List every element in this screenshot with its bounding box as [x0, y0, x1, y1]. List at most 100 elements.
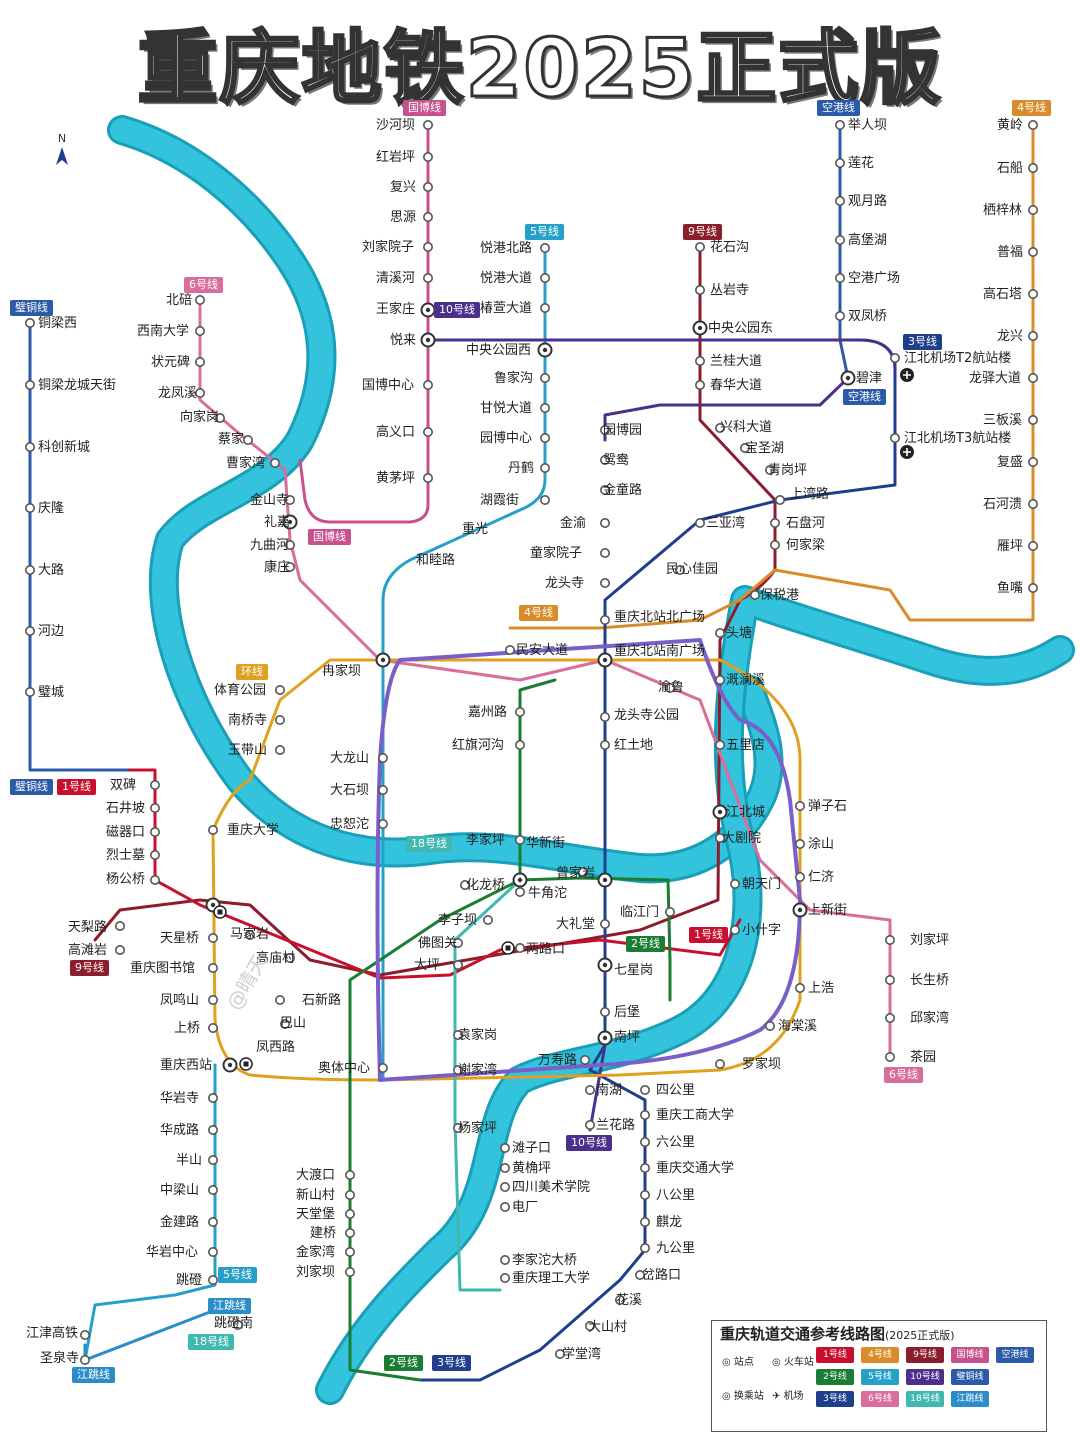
line-tag-l5-bottom[interactable]: 5号线 [218, 1267, 257, 1283]
line-tag-loop-mid[interactable]: 环线 [236, 664, 268, 680]
station-label[interactable]: 黄岭 [997, 118, 1024, 133]
station-label[interactable]: 忠恕沱 [330, 817, 370, 832]
station-label[interactable]: 麒龙 [656, 1215, 683, 1230]
station-label[interactable]: 南湖 [596, 1083, 623, 1098]
station-label[interactable]: 高石塔 [983, 287, 1023, 302]
station-label[interactable]: 庆隆 [38, 501, 65, 516]
station-label[interactable]: 龙头寺公园 [614, 708, 680, 723]
station-label[interactable]: 重庆交通大学 [656, 1161, 735, 1176]
line-tag-l18-bottom[interactable]: 18号线 [188, 1334, 234, 1350]
station-label[interactable]: 跳磴南 [214, 1316, 254, 1331]
station-label[interactable]: 园博园 [603, 423, 643, 438]
station-label[interactable]: 青岗坪 [768, 463, 808, 478]
station-label[interactable]: 椿萱大道 [480, 301, 533, 316]
station-label[interactable]: 重庆北站南广场 [614, 644, 706, 659]
station-label[interactable]: 三亚湾 [706, 516, 746, 531]
station-label[interactable]: 复兴 [390, 180, 417, 195]
station-label[interactable]: 悦来 [390, 333, 417, 348]
station-label[interactable]: 保税港 [760, 588, 800, 603]
station-label[interactable]: 沙河坝 [376, 118, 416, 133]
station-label[interactable]: 上桥 [174, 1021, 201, 1036]
line-tag-l2-mid[interactable]: 2号线 [626, 936, 665, 952]
station-label[interactable]: 大龙山 [330, 751, 370, 766]
station-label[interactable]: 江北机场T3航站楼 [904, 431, 1012, 446]
station-label[interactable]: 罗家坝 [742, 1057, 782, 1072]
line-tag-l3-bottom[interactable]: 3号线 [432, 1355, 471, 1371]
station-label[interactable]: 大礼堂 [556, 917, 596, 932]
station-label[interactable]: 凤鸣山 [160, 993, 200, 1008]
station-label[interactable]: 何家梁 [786, 538, 826, 553]
line-tag-airport-top[interactable]: 空港线 [817, 100, 860, 116]
station-label[interactable]: 金家湾 [296, 1245, 336, 1260]
station-label[interactable]: 江津高铁 [26, 1326, 79, 1341]
station-label[interactable]: 曾家岩 [556, 866, 596, 881]
station-label[interactable]: 三板溪 [983, 413, 1023, 428]
station-label[interactable]: 民心佳园 [666, 562, 719, 577]
station-label[interactable]: 长生桥 [910, 973, 950, 988]
line-tag-l3-top[interactable]: 3号线 [903, 334, 942, 350]
station-label[interactable]: 巴山 [280, 1016, 307, 1031]
station-label[interactable]: 花石沟 [710, 240, 750, 255]
station-label[interactable]: 邱家湾 [910, 1011, 950, 1026]
station-label[interactable]: 六公里 [656, 1135, 696, 1150]
station-label[interactable]: 中央公园东 [708, 321, 774, 336]
station-label[interactable]: 黄桷坪 [512, 1161, 552, 1176]
station-label[interactable]: 上浩 [808, 981, 835, 996]
station-label[interactable]: 重庆大学 [227, 823, 280, 838]
station-label[interactable]: 雁坪 [997, 539, 1024, 554]
station-label[interactable]: 河边 [38, 624, 65, 639]
station-label[interactable]: 九曲河 [250, 538, 290, 553]
station-label[interactable]: 建桥 [310, 1226, 337, 1241]
station-label[interactable]: 北碚 [166, 293, 193, 308]
station-label[interactable]: 宝圣湖 [745, 441, 785, 456]
station-label[interactable]: 南桥寺 [228, 713, 268, 728]
station-label[interactable]: 黄茅坪 [376, 471, 416, 486]
station-label[interactable]: 石船 [997, 161, 1024, 176]
station-label[interactable]: 石河溃 [983, 497, 1023, 512]
station-label[interactable]: 兰花路 [596, 1118, 636, 1133]
station-label[interactable]: 龙驿大道 [969, 371, 1022, 386]
station-label[interactable]: 科创新城 [38, 440, 91, 455]
station-label[interactable]: 鱼嘴 [997, 581, 1024, 596]
station-label[interactable]: 马家岩 [230, 927, 270, 942]
line-tag-bitong-top[interactable]: 璧铜线 [10, 300, 53, 316]
station-label[interactable]: 蔡家 [218, 432, 245, 447]
station-label[interactable]: 观月路 [848, 194, 888, 209]
line-tag-guobo-bottom[interactable]: 国博线 [308, 529, 351, 545]
station-label[interactable]: 丹鹤 [508, 461, 535, 476]
station-label[interactable]: 童家院子 [530, 546, 583, 561]
station-label[interactable]: 红土地 [614, 738, 654, 753]
line-tag-jiangtiao-mid[interactable]: 江跳线 [208, 1298, 251, 1314]
station-label[interactable]: 李家坪 [466, 833, 506, 848]
station-label[interactable]: 高庙村 [256, 951, 296, 966]
line-tag-guobo-top[interactable]: 国博线 [403, 100, 446, 116]
station-label[interactable]: 谢家湾 [458, 1063, 498, 1078]
station-label[interactable]: 王家庄 [376, 302, 416, 317]
station-label[interactable]: 西南大学 [137, 324, 190, 339]
station-label[interactable]: 茶园 [910, 1050, 937, 1065]
station-label[interactable]: 花溪 [616, 1293, 643, 1308]
station-label[interactable]: 四公里 [656, 1083, 696, 1098]
station-label[interactable]: 思源 [390, 210, 417, 225]
station-label[interactable]: 杨公桥 [106, 872, 146, 887]
station-label[interactable]: 江北机场T2航站楼 [904, 351, 1012, 366]
station-label[interactable]: 金山寺 [250, 493, 290, 508]
station-label[interactable]: 民安大道 [516, 643, 569, 658]
station-label[interactable]: 大渡口 [296, 1168, 336, 1183]
station-label[interactable]: 向家岗 [180, 410, 220, 425]
station-label[interactable]: 铜梁龙城天街 [38, 378, 117, 393]
station-label[interactable]: 金建路 [160, 1215, 200, 1230]
station-label[interactable]: 康庄 [264, 560, 291, 575]
station-label[interactable]: 璧城 [38, 685, 65, 700]
station-label[interactable]: 圣泉寺 [40, 1351, 80, 1366]
station-label[interactable]: 大山村 [588, 1320, 628, 1335]
station-label[interactable]: 跳磴 [176, 1273, 203, 1288]
station-label[interactable]: 袁家岗 [458, 1028, 498, 1043]
station-label[interactable]: 烈士墓 [106, 848, 146, 863]
station-label[interactable]: 石新路 [302, 993, 342, 1008]
station-label[interactable]: 小什字 [742, 923, 782, 938]
station-label[interactable]: 万寿路 [538, 1053, 578, 1068]
station-label[interactable]: 刘家坪 [910, 933, 950, 948]
line-tag-l5-top[interactable]: 5号线 [525, 224, 564, 240]
line-tag-l10-bottom[interactable]: 10号线 [566, 1135, 612, 1151]
